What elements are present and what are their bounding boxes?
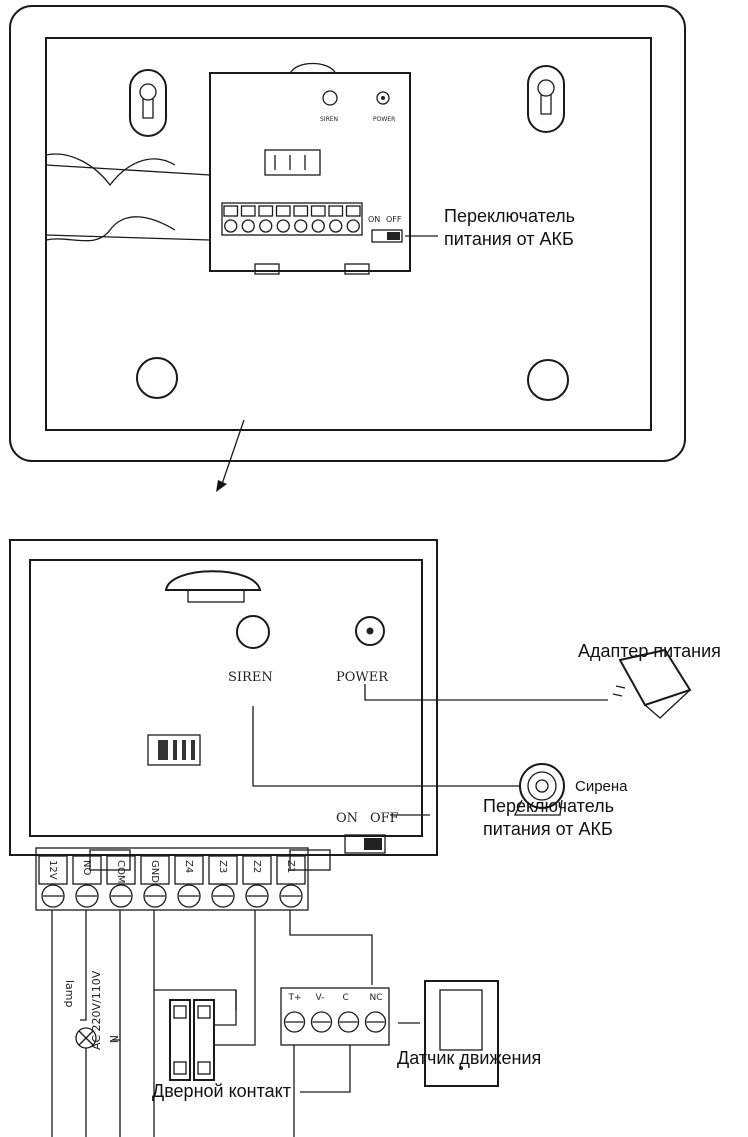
sensor-terminal-t: T+ [283, 993, 306, 1033]
top-terminal [328, 205, 344, 233]
top-switch-off: OFF [386, 215, 402, 224]
top-terminal [293, 205, 309, 233]
sensor-terminal-label: C [343, 993, 349, 1003]
top-switch-on: ON [368, 215, 380, 224]
zoom-arrow [216, 419, 245, 492]
terminal-z2: Z2 [242, 855, 272, 908]
switch-on-label: ON [336, 811, 358, 826]
door-contact [169, 999, 215, 1081]
terminal-z1: Z1 [276, 855, 306, 908]
siren-label: SIREN [228, 670, 273, 685]
top-switch-callout-line1: Переключатель [444, 206, 575, 226]
siren-device [513, 763, 565, 816]
bottom-terminal-block: 12V NO COM GND Z4 Z3 Z2 Z1 [35, 847, 309, 911]
screw-hole-left [136, 357, 178, 399]
sensor-terminal-label: T+ [288, 993, 302, 1003]
screw-hole-right [527, 359, 569, 401]
power-jack [355, 616, 385, 646]
top-terminal [310, 205, 326, 233]
keyhole-mount-right [527, 65, 565, 133]
adapter-callout: Адаптер питания [578, 641, 721, 661]
terminal-label: Z3 [217, 860, 228, 873]
lamp-label: lamp [63, 980, 76, 1008]
top-terminal [275, 205, 291, 233]
sensor-terminal-c: C [337, 993, 360, 1033]
terminal-label: Z2 [251, 860, 262, 873]
keyhole-mount-left [129, 69, 167, 137]
motion-sensor [424, 980, 499, 1087]
terminal-12v: 12V [38, 855, 68, 908]
door-contact-callout: Дверной контакт [152, 1081, 291, 1101]
siren-callout: Сирена [575, 778, 628, 795]
top-power-mark: POWER [373, 116, 395, 123]
top-switch-callout-line2: питания от АКБ [444, 228, 574, 249]
siren-jack [236, 615, 270, 649]
power-adapter-device [612, 648, 692, 719]
battery-switch-callout-line2: питания от АКБ [483, 818, 613, 839]
top-switch-callout: Переключатель питания от АКБ [444, 205, 575, 250]
neutral-label: N [107, 1035, 120, 1043]
top-terminal [345, 205, 361, 233]
sensor-terminal-label: V- [316, 993, 325, 1003]
sim-holder [147, 734, 201, 766]
battery-switch [344, 834, 386, 854]
terminal-label: Z4 [183, 860, 194, 873]
sensor-terminal-block: T+ V- C NC [280, 987, 390, 1046]
top-terminal [223, 205, 239, 233]
ac-supply-label: AC 220V/110V [90, 970, 103, 1050]
power-label: POWER [336, 670, 389, 685]
battery-switch-callout: Переключатель питания от АКБ [483, 795, 614, 840]
top-siren-mark: SIREN [320, 116, 338, 123]
top-terminal-block [221, 202, 363, 236]
terminal-label: 12V [47, 860, 58, 880]
motion-sensor-callout: Датчик движения [397, 1048, 542, 1068]
sensor-terminal-label: NC [370, 993, 383, 1003]
terminal-no: NO [72, 855, 102, 908]
switch-off-label: OFF [370, 811, 399, 826]
terminal-label: COM [115, 860, 126, 883]
terminal-label: NO [81, 860, 92, 875]
sensor-terminal-v: V- [310, 993, 333, 1033]
battery-switch-callout-line1: Переключатель [483, 796, 614, 816]
top-terminal [240, 205, 256, 233]
top-terminal [258, 205, 274, 233]
terminal-z3: Z3 [208, 855, 238, 908]
wiring: T+ V- C NC [51, 684, 608, 1137]
terminal-gnd: GND [140, 855, 170, 908]
terminal-label: GND [149, 860, 160, 883]
top-back-plate: SIREN POWER ON OFF [9, 5, 686, 462]
terminal-com: COM [106, 855, 136, 908]
terminal-z4: Z4 [174, 855, 204, 908]
sensor-terminal-nc: NC [364, 993, 387, 1033]
bottom-control-box: SIREN POWER ON OFF 12V NO COM GND Z4 Z3 Z2 Z1 [9, 539, 438, 911]
